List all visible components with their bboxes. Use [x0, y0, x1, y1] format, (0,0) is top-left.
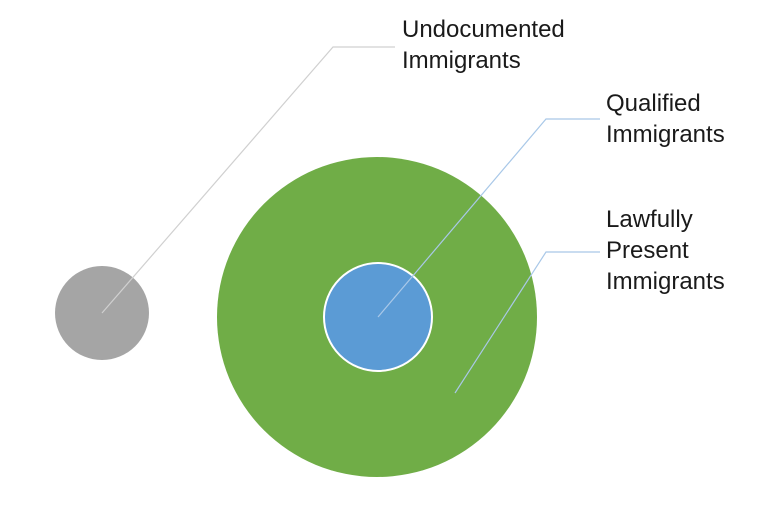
undocumented-label-line-1: Undocumented [402, 16, 565, 43]
qualified-label-line-2: Immigrants [606, 121, 725, 148]
qualified-label-line-1: Qualified [606, 90, 701, 117]
lawfully-present-immigrants-label: Lawfully Present Immigrants [606, 204, 725, 297]
lawful-label-line-1: Lawfully [606, 206, 693, 233]
lawful-label-line-2: Present [606, 237, 689, 264]
qualified-leader-line [377, 118, 600, 318]
undocumented-immigrants-label: Undocumented Immigrants [402, 14, 565, 76]
qualified-immigrants-label: Qualified Immigrants [606, 88, 725, 150]
lawfully-present-leader-line [454, 251, 600, 394]
undocumented-leader-line [101, 46, 395, 314]
lawful-label-line-3: Immigrants [606, 268, 725, 295]
undocumented-label-line-2: Immigrants [402, 47, 521, 74]
